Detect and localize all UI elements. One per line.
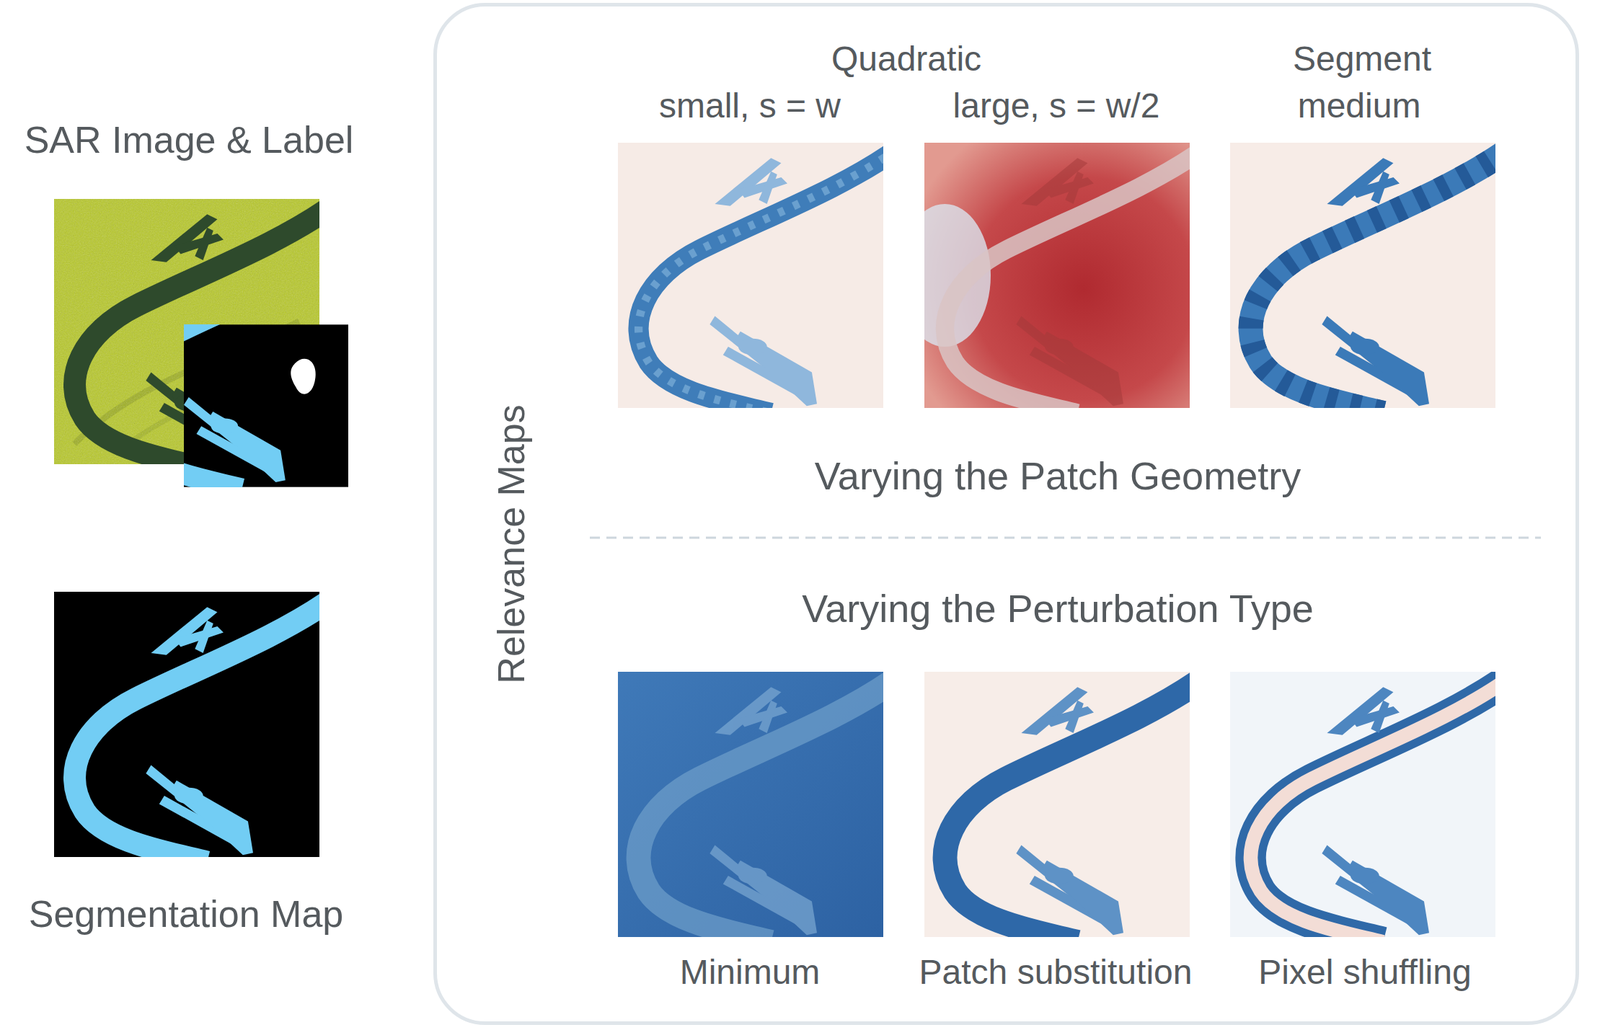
panel-box: Relevance Maps: [433, 2, 1580, 1026]
image-caption: Minimum: [679, 953, 821, 993]
segmentation-map: [54, 591, 335, 863]
relevance-map: [899, 142, 1206, 414]
relevance-map: [1230, 142, 1511, 414]
relevance-map: [617, 142, 899, 414]
column-header: large, s = w/2: [953, 87, 1161, 126]
relevance-map: [617, 672, 899, 943]
column-header: Quadratic: [831, 40, 982, 79]
image-caption: Patch substitution: [919, 953, 1193, 993]
image-title: Segmentation Map: [28, 894, 344, 936]
image-title: SAR Image & Label: [24, 119, 355, 161]
panel-title: Relevance Maps: [491, 404, 533, 684]
column-header: Segment: [1292, 40, 1432, 79]
image-caption: Pixel shuffling: [1258, 953, 1471, 993]
divider-line: [589, 537, 1541, 540]
relevance-map: [1230, 672, 1511, 943]
section-title: Varying the Patch Geometry: [814, 454, 1301, 498]
column-header: medium: [1297, 87, 1422, 126]
column-header: small, s = w: [659, 87, 841, 126]
relevance-map: [924, 672, 1205, 943]
section-title: Varying the Perturbation Type: [801, 587, 1314, 631]
label-image: [116, 237, 363, 490]
